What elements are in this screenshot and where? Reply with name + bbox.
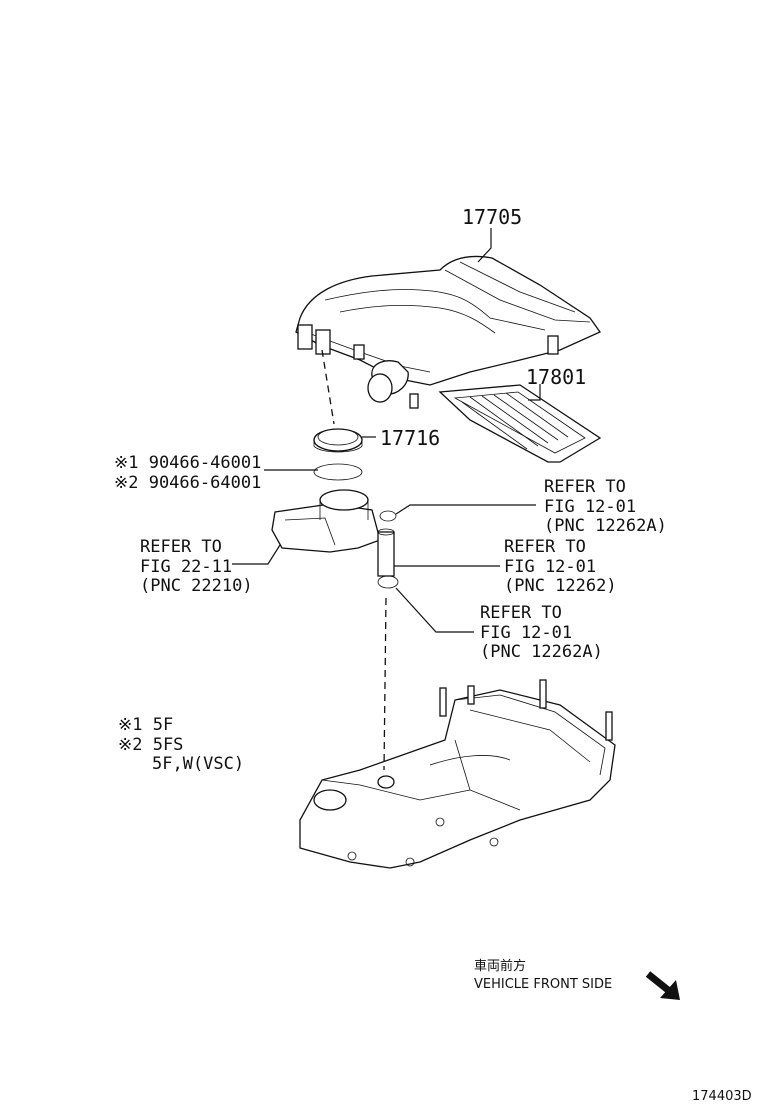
legend-line1: ※1 5F <box>118 715 173 735</box>
ref-c-line1: REFER TO <box>504 537 586 557</box>
ref-c-line2: FIG 12-01 <box>504 557 596 577</box>
ref-c-line3: (PNC 12262) <box>504 576 617 596</box>
throttle-body-drawing <box>271 489 395 577</box>
seal-ring-drawing <box>313 428 363 453</box>
reference-callout-c: REFER TO FIG 12-01 (PNC 12262) <box>504 537 617 596</box>
ref-a-line2: FIG 12-01 <box>544 497 636 517</box>
vehicle-front-indicator: 車両前方 VEHICLE FRONT SIDE <box>474 958 680 1000</box>
reference-callout-b: REFER TO FIG 22-11 (PNC 22210) <box>140 537 253 596</box>
ref-d-line2: FIG 12-01 <box>480 623 572 643</box>
legend-line2: ※2 5FS <box>118 735 183 755</box>
air-cleaner-cap-drawing <box>295 255 601 409</box>
figure-id: 174403D <box>692 1089 752 1104</box>
ref-b-line1: REFER TO <box>140 537 222 557</box>
part-number-17716: 17716 <box>380 426 440 450</box>
part-number-17705: 17705 <box>462 205 522 229</box>
ref-a-line3: (PNC 12262A) <box>544 516 667 536</box>
leader-lines <box>232 228 541 633</box>
applicability-legend: ※1 5F ※2 5FS 5F,W(VSC) <box>118 715 244 774</box>
reference-callout-d: REFER TO FIG 12-01 (PNC 12262A) <box>480 603 603 662</box>
note-part-1: ※1 90466-46001 <box>114 453 261 473</box>
air-cleaner-case-drawing <box>299 679 616 869</box>
ref-d-line1: REFER TO <box>480 603 562 623</box>
assembly-guide-lines <box>321 349 387 771</box>
part-number-17801: 17801 <box>526 365 586 389</box>
front-arrow-icon <box>645 971 680 1000</box>
ref-d-line3: (PNC 12262A) <box>480 642 603 662</box>
legend-line3: 5F,W(VSC) <box>152 754 244 774</box>
direction-label-jp: 車両前方 <box>474 958 526 974</box>
air-filter-element-drawing <box>438 384 602 463</box>
ref-b-line2: FIG 22-11 <box>140 557 232 577</box>
ref-b-line3: (PNC 22210) <box>140 576 253 596</box>
reference-callout-a: REFER TO FIG 12-01 (PNC 12262A) <box>544 477 667 536</box>
direction-label-en: VEHICLE FRONT SIDE <box>474 977 612 992</box>
note-part-2: ※2 90466-64001 <box>114 473 261 493</box>
ref-a-line1: REFER TO <box>544 477 626 497</box>
